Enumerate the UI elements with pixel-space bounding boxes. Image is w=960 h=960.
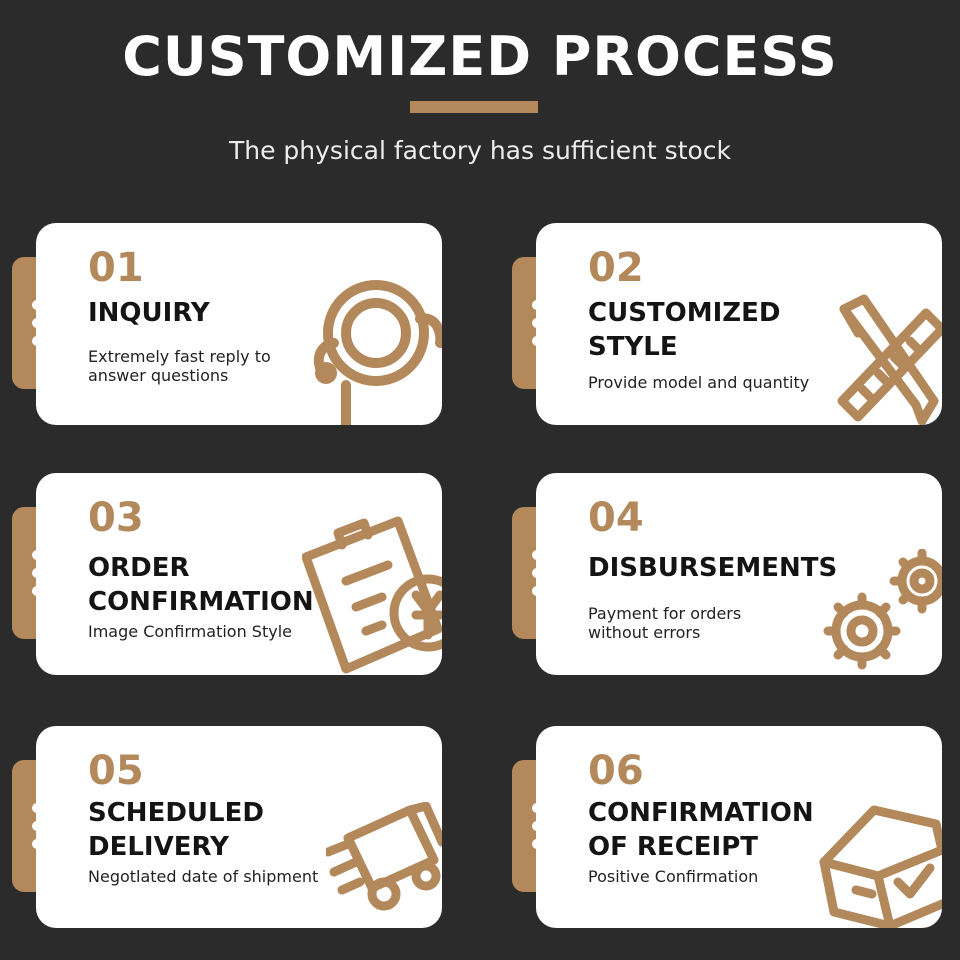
- step-number: 05: [88, 748, 144, 794]
- step-card-03: 03 ORDER CONFIRMATION Image Confirmation…: [36, 473, 442, 675]
- headset-icon: [314, 280, 442, 425]
- step-card-04: 04 DISBURSEMENTS Payment for orders with…: [536, 473, 942, 675]
- step-title: DISBURSEMENTS: [588, 553, 838, 583]
- step-number: 06: [588, 748, 644, 794]
- step-description: Extremely fast reply to answer questions: [88, 347, 271, 385]
- step-number: 03: [88, 495, 144, 541]
- title-underline: [410, 101, 538, 113]
- step-title: CUSTOMIZED STYLE: [588, 298, 781, 362]
- step-description: Positive Confirmation: [588, 867, 759, 886]
- receipt-yen-icon: [302, 516, 442, 674]
- pencil-ruler-icon: [837, 294, 942, 425]
- step-title: SCHEDULED DELIVERY: [88, 798, 264, 862]
- step-number: 01: [88, 245, 144, 291]
- gears-icon: [823, 549, 942, 670]
- step-description: Negotlated date of shipment: [88, 867, 319, 886]
- step-title: CONFIRMATION OF RECEIPT: [588, 798, 814, 862]
- step-card-02: 02 CUSTOMIZED STYLE Provide model and qu…: [536, 223, 942, 425]
- box-check-icon: [819, 805, 942, 928]
- step-card-05: 05 SCHEDULED DELIVERY Negotlated date of…: [36, 726, 442, 928]
- step-title: ORDER CONFIRMATION: [88, 553, 314, 617]
- step-description: Provide model and quantity: [588, 373, 810, 392]
- delivery-truck-icon: [326, 802, 442, 911]
- step-card-01: 01 INQUIRY Extremely fast reply to answe…: [36, 223, 442, 425]
- page-title: CUSTOMIZED PROCESS: [122, 25, 838, 88]
- step-number: 04: [588, 495, 644, 541]
- step-card-06: 06 CONFIRMATION OF RECEIPT Positive Conf…: [536, 726, 942, 928]
- page-subtitle: The physical factory has sufficient stoc…: [228, 136, 732, 165]
- step-description: Image Confirmation Style: [88, 622, 292, 641]
- step-title: INQUIRY: [88, 298, 210, 328]
- step-number: 02: [588, 245, 644, 291]
- step-description: Payment for orders without errors: [588, 604, 742, 642]
